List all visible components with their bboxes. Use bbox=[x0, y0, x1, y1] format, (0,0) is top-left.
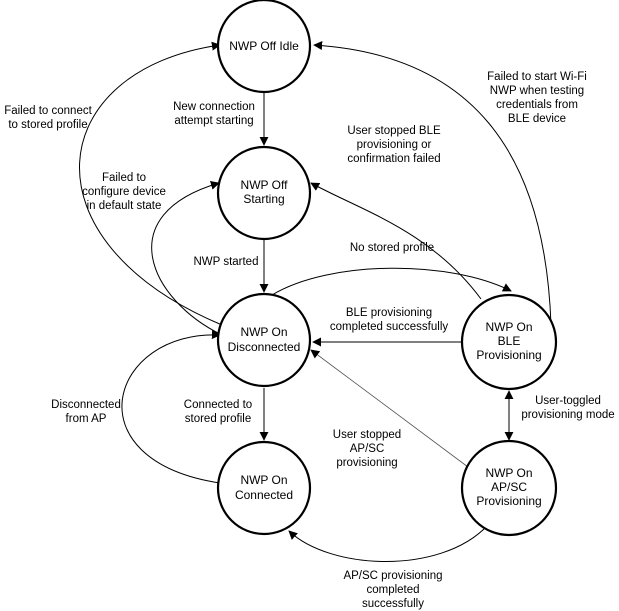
state-label: BLE bbox=[498, 334, 521, 348]
edge-failed-configure bbox=[151, 180, 223, 336]
label-ble-completed: BLE provisioning bbox=[346, 307, 432, 319]
label-failed-start-wifi: BLE device bbox=[508, 113, 566, 125]
state-circle bbox=[460, 293, 558, 391]
state-label: NWP On bbox=[485, 320, 532, 334]
label-new-connection: attempt starting bbox=[174, 115, 253, 127]
label-no-stored-profile: No stored profile bbox=[350, 242, 434, 254]
state-circle bbox=[460, 439, 558, 537]
state-label: Provisioning bbox=[476, 494, 541, 508]
state-nwp-on-disconnected: NWP On Disconnected bbox=[216, 292, 312, 388]
transition-edges bbox=[79, 41, 552, 562]
label-disconnected-from-ap: from AP bbox=[66, 413, 107, 425]
state-label: AP/SC bbox=[491, 480, 527, 494]
state-label: NWP On bbox=[240, 325, 287, 339]
label-connected-to-stored: stored profile bbox=[185, 413, 251, 425]
state-label: NWP Off bbox=[241, 178, 289, 192]
label-user-stopped-apsc: User stopped bbox=[333, 429, 401, 441]
edge-failed-connect-stored bbox=[79, 41, 223, 326]
label-user-stopped-apsc: provisioning bbox=[336, 457, 397, 469]
label-failed-connect-stored: Failed to connect bbox=[4, 105, 92, 117]
label-user-stopped-ble: User stopped BLE bbox=[347, 125, 441, 137]
transition-labels: New connection attempt starting NWP star… bbox=[4, 71, 614, 610]
label-failed-configure: Failed to bbox=[102, 172, 146, 184]
label-apsc-completed: AP/SC provisioning bbox=[343, 570, 442, 582]
label-user-toggled: User-toggled bbox=[535, 395, 601, 407]
label-failed-start-wifi: Failed to start Wi-Fi bbox=[487, 71, 587, 83]
edge-no-stored-profile bbox=[271, 267, 512, 296]
state-label: NWP On bbox=[485, 466, 532, 480]
label-new-connection: New connection bbox=[173, 101, 255, 113]
state-label: Disconnected bbox=[228, 340, 301, 354]
state-label: NWP On bbox=[240, 473, 287, 487]
state-nwp-on-connected: NWP On Connected bbox=[216, 440, 312, 536]
state-nwp-on-ble-provisioning: NWP On BLE Provisioning bbox=[460, 293, 558, 391]
label-failed-connect-stored: to stored profile bbox=[8, 119, 87, 131]
edge-disconnected-from-ap bbox=[121, 330, 221, 484]
state-circle bbox=[216, 0, 312, 94]
state-circle bbox=[216, 292, 312, 388]
state-label: Provisioning bbox=[476, 348, 541, 362]
state-label: NWP Off Idle bbox=[229, 39, 299, 53]
label-failed-start-wifi: NWP when testing bbox=[490, 85, 584, 97]
label-user-stopped-ble: provisioning or bbox=[357, 139, 432, 151]
state-nwp-on-apsc-provisioning: NWP On AP/SC Provisioning bbox=[460, 439, 558, 537]
label-apsc-completed: completed bbox=[366, 584, 419, 596]
label-ble-completed: completed successfully bbox=[330, 321, 448, 333]
label-user-stopped-ble: confirmation failed bbox=[347, 153, 440, 165]
label-disconnected-from-ap: Disconnected bbox=[51, 399, 121, 411]
state-label: Connected bbox=[235, 488, 293, 502]
label-failed-start-wifi: credentials from bbox=[496, 99, 578, 111]
label-connected-to-stored: Connected to bbox=[184, 399, 252, 411]
label-failed-configure: configure device bbox=[82, 186, 166, 198]
label-apsc-completed: successfully bbox=[362, 598, 424, 610]
state-circle bbox=[216, 145, 312, 241]
edge-failed-start-wifi bbox=[313, 41, 552, 326]
edge-user-stopped-apsc bbox=[310, 349, 469, 468]
label-nwp-started: NWP started bbox=[194, 256, 259, 268]
state-circle bbox=[216, 440, 312, 536]
label-user-stopped-apsc: AP/SC bbox=[350, 443, 385, 455]
label-failed-configure: in default state bbox=[87, 200, 162, 212]
state-nwp-off-starting: NWP Off Starting bbox=[216, 145, 312, 241]
edge-user-stopped-ble bbox=[310, 182, 482, 300]
edge-apsc-completed bbox=[288, 525, 488, 562]
label-user-toggled: provisioning mode bbox=[521, 409, 614, 421]
state-nwp-off-idle: NWP Off Idle bbox=[216, 0, 312, 94]
state-label: Starting bbox=[243, 192, 284, 206]
